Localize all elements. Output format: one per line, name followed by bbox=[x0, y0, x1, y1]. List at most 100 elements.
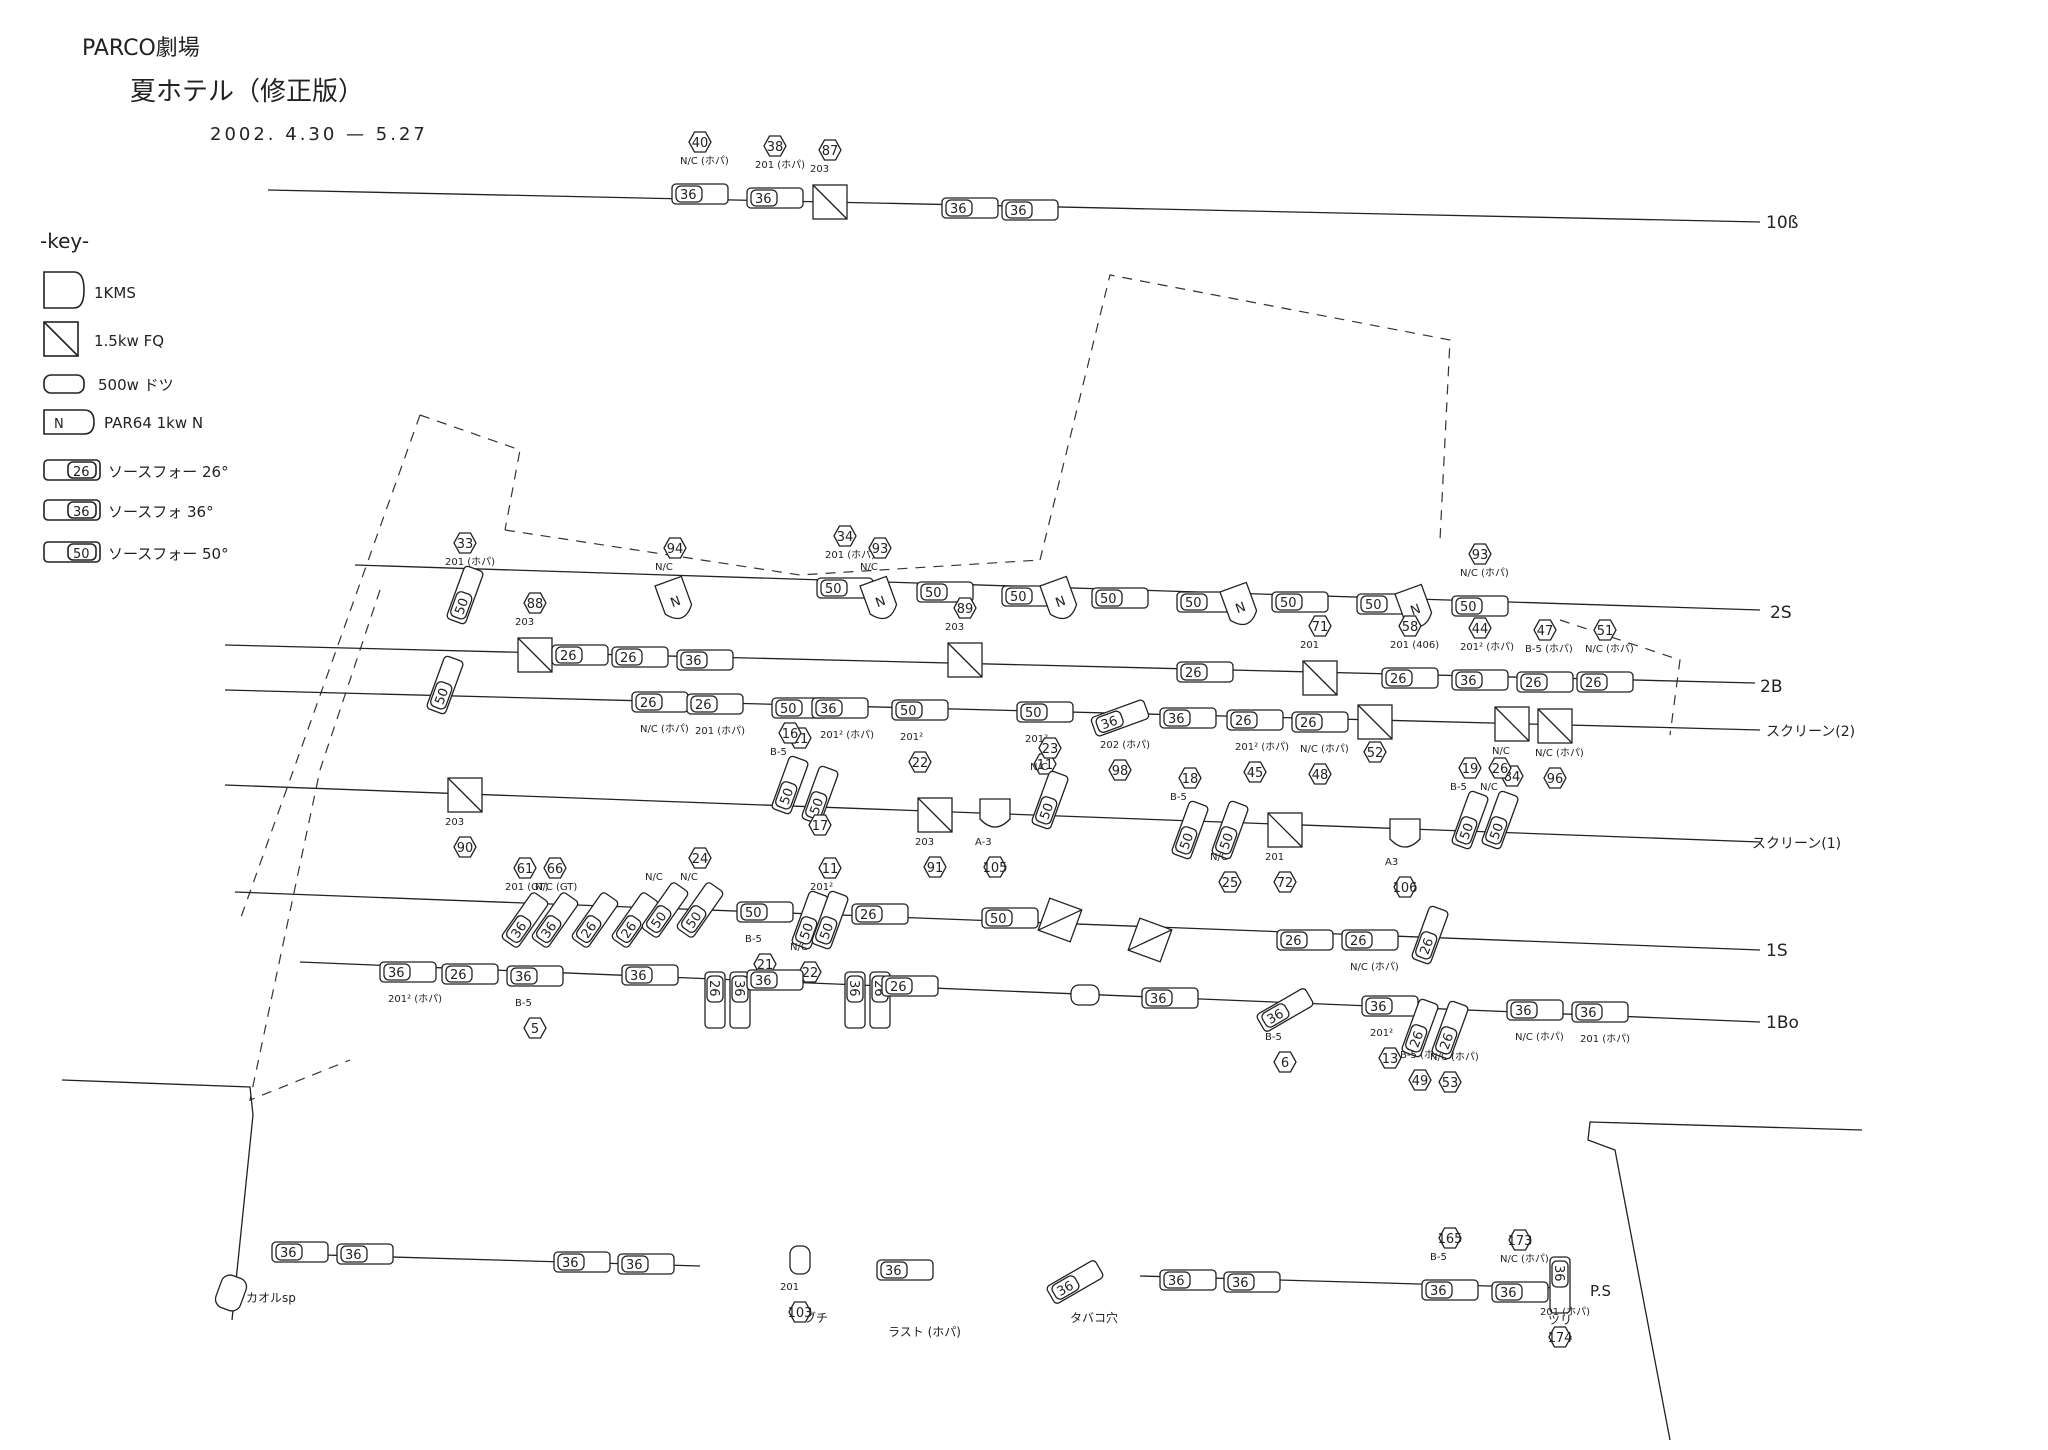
fixture-body: 50 bbox=[641, 882, 689, 938]
pipe-label: スクリーン(1) bbox=[1752, 836, 1841, 852]
fixture: 26 bbox=[611, 646, 669, 668]
legend: -key- 1KMS 1.5kw FQ 500w ドツ N PAR64 1kw … bbox=[40, 229, 229, 563]
fixture-body: 50 bbox=[1171, 800, 1209, 860]
fixture-type-label: 36 bbox=[1099, 714, 1120, 734]
channel-badge: 72 bbox=[1273, 871, 1297, 893]
fixture-body: 26 bbox=[441, 963, 499, 985]
channel-number: 103 bbox=[788, 1306, 813, 1321]
legend-fq: 1.5kw FQ bbox=[43, 321, 164, 357]
par-icon bbox=[654, 575, 693, 620]
fixture-note: N/C (ホパ) bbox=[1300, 743, 1349, 755]
fixture-note: 203 bbox=[915, 837, 934, 848]
fixture-body: 36 bbox=[671, 183, 729, 205]
channel-number: 11 bbox=[1037, 758, 1054, 773]
fixture-body: N bbox=[859, 575, 898, 620]
fixture-body: 50 bbox=[981, 907, 1039, 929]
channel-number: 45 bbox=[1247, 766, 1264, 781]
channel-number: 49 bbox=[1412, 1074, 1429, 1089]
fixture-type-label: 26 bbox=[706, 980, 721, 997]
channel-badge: 105 bbox=[983, 856, 1007, 878]
fixture-type-label: 50 bbox=[1185, 596, 1202, 611]
fixture-type-label: 50 bbox=[900, 704, 917, 719]
fixture: 50 bbox=[1271, 591, 1329, 613]
fixture-body: 26 bbox=[1516, 671, 1574, 693]
fixture-note: A3 bbox=[1385, 857, 1398, 868]
fixture-note: B-5 bbox=[745, 934, 762, 945]
channel-number: 38 bbox=[767, 140, 784, 155]
channel-badge: 34 bbox=[833, 525, 857, 547]
fixture-body: 26 bbox=[1411, 905, 1449, 965]
fixture-note: N/C (ホパ) bbox=[1585, 643, 1634, 655]
fixture-body: 36 bbox=[271, 1241, 329, 1263]
fixture-body: 50 bbox=[1356, 593, 1414, 615]
fixture: 36 bbox=[1046, 1260, 1104, 1304]
fixture-body bbox=[1302, 660, 1338, 696]
fixture-type-label: 36 bbox=[1055, 1279, 1077, 1300]
fixture-type-label: N bbox=[1054, 594, 1068, 611]
fixture: NN/C93 bbox=[859, 537, 898, 620]
channel-number: 22 bbox=[802, 966, 819, 981]
fixture-type-label: 50 bbox=[433, 686, 453, 707]
channel-number: 11 bbox=[822, 862, 839, 877]
fixture-type-label: 50 bbox=[808, 796, 828, 817]
legend-1kms: 1KMS bbox=[43, 271, 136, 309]
fixture-note: N/C bbox=[1030, 762, 1048, 773]
channel-number: 23 bbox=[1042, 742, 1059, 757]
fixture-body: 36 bbox=[1451, 669, 1509, 691]
fixture-type-label: 26 bbox=[1418, 936, 1438, 957]
fixture-type-label: 50 bbox=[990, 912, 1007, 927]
fixture-type-label: 36 bbox=[1430, 1284, 1447, 1299]
fixture-body: 50 bbox=[676, 882, 724, 938]
channel-number: 13 bbox=[1382, 1052, 1399, 1067]
channel-number: 19 bbox=[1462, 762, 1479, 777]
fixture-type-label: 50 bbox=[1460, 600, 1477, 615]
fixture-body: 50 bbox=[1271, 591, 1329, 613]
fixture-type-label: N bbox=[669, 594, 683, 611]
fixture-body: 50 bbox=[791, 890, 829, 950]
channel-badge: 16 bbox=[778, 722, 802, 744]
fixture-note: N/C (ホパ) bbox=[1430, 1051, 1479, 1063]
fixture: 26N/C (ホパ)48 bbox=[1291, 711, 1349, 785]
fixture-note: 201 (ホパ) bbox=[755, 159, 805, 171]
fixture: 26 bbox=[441, 963, 499, 985]
source4-icon bbox=[43, 541, 101, 563]
fixture-body: 26 bbox=[631, 691, 689, 713]
channel-number: 93 bbox=[872, 542, 889, 557]
fixture-type-label: 26 bbox=[1408, 1029, 1428, 1050]
fixture-note: 201² (ホパ) bbox=[820, 729, 874, 741]
channel-number: 106 bbox=[1393, 881, 1418, 896]
venue-title: PARCO劇場 bbox=[82, 36, 200, 61]
fq-icon bbox=[43, 321, 79, 357]
fixture-note: 201² bbox=[1370, 1028, 1393, 1039]
channel-number: 33 bbox=[457, 537, 474, 552]
fixture-body: 36 bbox=[746, 187, 804, 209]
fixture: 26B-5 (ホパ)47 bbox=[1516, 619, 1574, 693]
legend-title: -key- bbox=[40, 229, 89, 253]
channel-number: 44 bbox=[1472, 622, 1489, 637]
fixture-body: 26 bbox=[1431, 1000, 1469, 1060]
fixture-body bbox=[1389, 818, 1421, 848]
fixture-type-label: 36 bbox=[626, 1258, 643, 1273]
fixture: 36 bbox=[729, 971, 751, 1029]
channel-badge: 22 bbox=[798, 961, 822, 983]
channel-number: 173 bbox=[1508, 1234, 1533, 1249]
channel-number: 66 bbox=[547, 862, 564, 877]
fixture: 26N/C (ホパ) bbox=[631, 691, 689, 735]
channel-badge: 26 bbox=[1488, 757, 1512, 779]
fixture-type-label: 36 bbox=[280, 1246, 297, 1261]
fixture-type-label: 50 bbox=[825, 582, 842, 597]
channel-badge: 6 bbox=[1273, 1051, 1297, 1073]
fixture: 36 bbox=[621, 964, 679, 986]
fixture-body: 26 bbox=[881, 975, 939, 997]
fixture-type-label: 50 bbox=[778, 786, 798, 807]
fixture: A3 106 bbox=[1385, 818, 1421, 898]
channel-badge: 48 bbox=[1308, 763, 1332, 785]
misc-labels: カオルsp ノブチ ラスト (ホパ) タバコ穴 P.S ツリ bbox=[214, 1274, 1611, 1339]
fixture-body: 50 bbox=[1451, 790, 1489, 850]
